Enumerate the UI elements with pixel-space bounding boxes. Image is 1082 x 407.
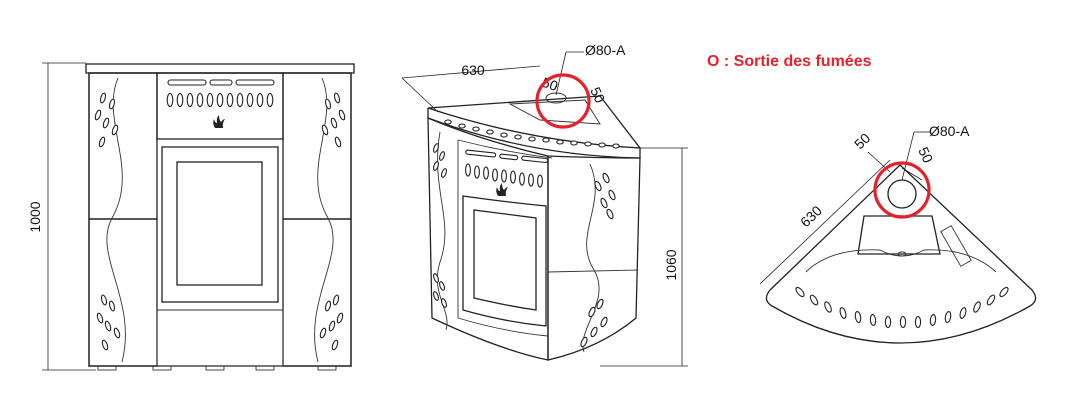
smoke-outlet-legend: O : Sortie des fumées <box>707 53 872 70</box>
control-panel <box>156 72 284 140</box>
persp-top-slots <box>444 119 620 149</box>
persp-width-label: 630 <box>461 62 485 78</box>
left-leaf-slots <box>94 92 121 351</box>
right-leaf-slots <box>319 92 346 351</box>
persp-height-dimension <box>600 147 688 367</box>
persp-door <box>462 195 547 327</box>
persp-flue-outlet <box>545 92 567 104</box>
top-plate <box>85 63 355 74</box>
flame-logo-icon <box>213 115 225 128</box>
left-wave-decor <box>106 77 126 363</box>
top-outline <box>765 164 1037 344</box>
top-grille <box>167 79 275 86</box>
persp-flue-plate <box>508 99 601 125</box>
top-flue-outlet <box>887 179 917 209</box>
top-side-hatch <box>940 225 972 267</box>
perspective-view: 630 <box>401 42 688 367</box>
right-lower-panel <box>282 218 352 367</box>
persp-offset-a-label: 50 <box>540 74 560 94</box>
top-flue-label: Ø80-A <box>929 123 970 139</box>
persp-door-glass <box>473 209 537 311</box>
top-offset-b-label: 50 <box>915 145 936 166</box>
persp-flame-logo-icon <box>496 183 508 196</box>
top-slot-ring <box>795 286 1009 329</box>
front-view: 1000 <box>27 62 355 371</box>
persp-right-slots <box>580 172 616 348</box>
persp-vent-row <box>465 163 543 188</box>
persp-flue-label: Ø80-A <box>585 42 626 58</box>
left-lower-panel <box>88 218 158 367</box>
right-wave-decor <box>314 77 334 363</box>
persp-top-grille <box>465 149 549 164</box>
top-offset-a-label: 50 <box>851 130 873 152</box>
ash-drawer <box>156 309 284 367</box>
top-flue-plate <box>857 215 941 255</box>
stove-door <box>161 146 279 303</box>
front-vent-row <box>166 92 274 108</box>
persp-left-slots <box>433 143 447 308</box>
top-smoke-outlet-circle-icon <box>873 161 931 219</box>
persp-offset-b-label: 50 <box>587 85 608 106</box>
front-height-label: 1000 <box>27 201 43 232</box>
top-view: 630 Ø80-A 50 50 <box>759 123 1037 344</box>
door-glass <box>176 161 263 286</box>
persp-smoke-outlet-circle-icon <box>535 73 591 129</box>
persp-height-label: 1060 <box>663 249 679 280</box>
persp-right-body <box>547 155 641 361</box>
front-height-dimension <box>42 62 96 371</box>
